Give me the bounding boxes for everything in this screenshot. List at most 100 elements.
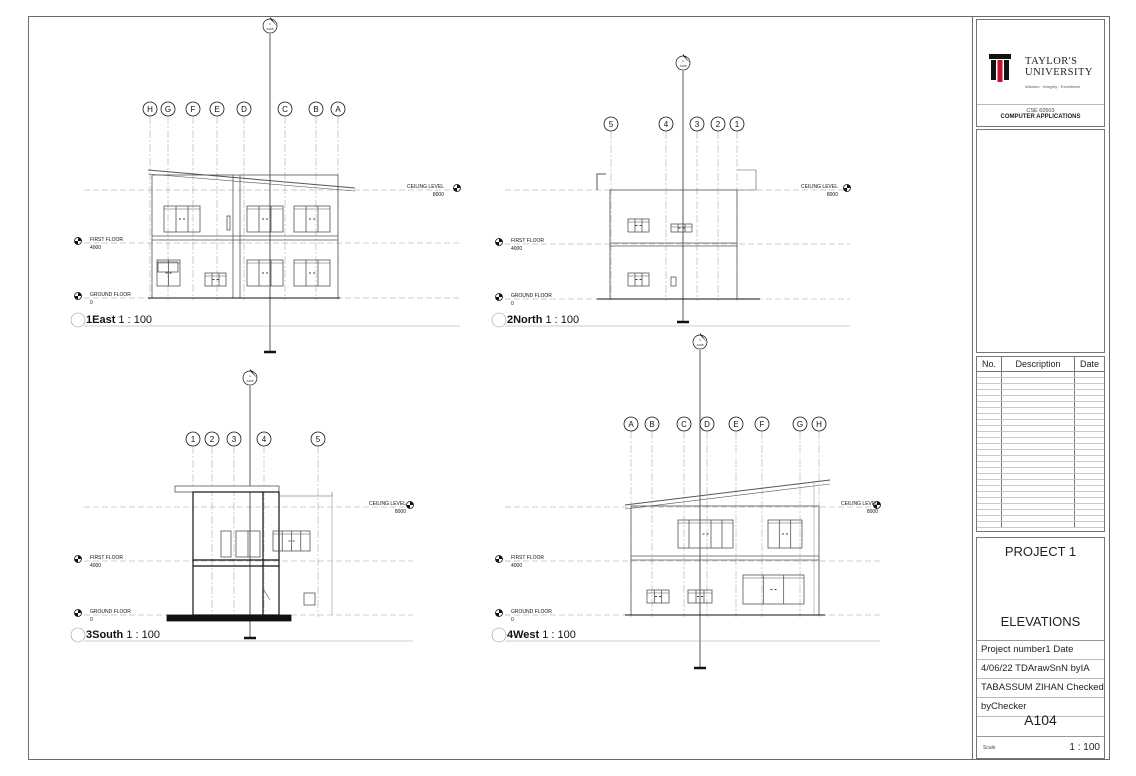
level-marker-fill [843,188,847,192]
first-floor-label: FIRST FLOOR [90,555,123,561]
grid-bubble [729,116,745,132]
grid-label: 1 [735,120,740,129]
ceiling-level-value: 8000 [433,192,444,198]
ceiling-level-value: 8000 [395,509,406,515]
first-floor-value: 4000 [511,563,522,569]
grid-bubble [310,431,326,447]
revision-row [977,402,1104,408]
revision-row [977,450,1104,456]
drawing-sheet [28,16,1110,760]
ground-floor-value: 0 [90,300,93,306]
view-title-name: 3South [86,629,124,641]
roof-line [624,479,831,506]
section-mark-arrow [700,333,707,342]
level-marker-fill [499,555,503,559]
door-frame [220,530,232,558]
level-marker-icon [453,184,461,192]
grid-bubble [308,101,324,117]
revision-row [977,474,1104,480]
project-details: Project number1 Date 4/06/22 TDArawSnN b… [977,640,1104,717]
grid-bubble [792,416,808,432]
revision-row [977,420,1104,426]
grid-bubble [676,416,692,432]
parapet [737,169,757,191]
title-block: TAYLOR'S UNIVERSITY Wisdom · Integrity ·… [972,16,1110,760]
level-marker-icon [495,238,503,246]
ground-floor-label: GROUND FLOOR [511,609,552,615]
level-marker-icon [495,609,503,617]
level-marker-fill [78,555,82,559]
level-marker-fill [410,501,414,505]
section-mark-sheet: A105 [679,64,686,68]
revision-row [977,480,1104,486]
view-title: 3South 1 : 100 [86,629,160,641]
grid-bubble [728,416,744,432]
level-marker-icon [873,501,881,509]
university-name: TAYLOR'S UNIVERSITY [1025,56,1093,78]
level-marker-fill [74,613,78,617]
level-marker-fill [457,184,461,188]
project-detail-line: byChecker [977,698,1104,717]
project-info-panel: PROJECT 1 ELEVATIONS Project number1 Dat… [976,537,1105,759]
grid-bubble [623,416,639,432]
revision-col-description: Description [1002,357,1075,371]
parapet [596,173,606,190]
first-floor-value: 4000 [90,245,101,251]
notes-panel [976,129,1105,353]
grid-bubble [209,101,225,117]
level-marker-fill [499,293,503,297]
level-marker-icon [74,609,82,617]
revision-row [977,456,1104,462]
project-detail-line: 4/06/22 TDArawSnN byIA [977,660,1104,679]
section-mark-arrow [270,17,277,26]
section-mark-number: 1 [269,22,271,26]
roof-line [147,169,356,189]
level-marker-fill [74,241,78,245]
logo-panel: TAYLOR'S UNIVERSITY Wisdom · Integrity ·… [976,19,1105,127]
grid-bubble [710,116,726,132]
revision-table-header: No. Description Date [977,357,1104,372]
grid-label: E [214,105,219,114]
course-name: COMPUTER APPLICATIONS [1000,114,1081,120]
revision-row [977,510,1104,516]
revision-row [977,462,1104,468]
grid-bubble [811,416,827,432]
view-title-marker-icon [491,312,507,328]
section-mark-arrow [250,369,257,378]
grid-bubble [658,116,674,132]
grid-bubble [226,431,242,447]
level-marker-fill [495,613,499,617]
first-floor-value: 4000 [511,246,522,252]
revision-row [977,384,1104,390]
grid-label: 2 [210,435,215,444]
roof-line [147,173,356,192]
window-frame [246,205,284,233]
level-marker-fill [873,505,877,509]
vent [226,215,231,231]
revision-row [977,432,1104,438]
revision-row [977,438,1104,444]
grid-bubble [603,116,619,132]
project-detail-line: TABASSUM ZIHAN Checked [977,679,1104,698]
grid-label: 2 [716,120,721,129]
grid-bubble [754,416,770,432]
ground-floor-label: GROUND FLOOR [511,293,552,299]
section-mark-number: 1 [249,374,251,378]
roof-slab [174,485,280,493]
window-frame [670,223,693,233]
university-motto: Wisdom · Integrity · Excellence [1025,84,1081,89]
view-title: 4West 1 : 100 [507,629,576,641]
grid-bubble [142,101,158,117]
revision-row [977,486,1104,492]
view-title-marker-icon [491,627,507,643]
revision-row [977,522,1104,528]
grid-label: 4 [262,435,267,444]
ground-floor-value: 0 [90,617,93,623]
revision-row [977,468,1104,474]
section-mark-arrow [683,54,690,63]
section-mark-icon [242,369,258,386]
university-name-line2: UNIVERSITY [1025,67,1093,78]
grid-bubble [185,101,201,117]
grid-label: 3 [232,435,237,444]
